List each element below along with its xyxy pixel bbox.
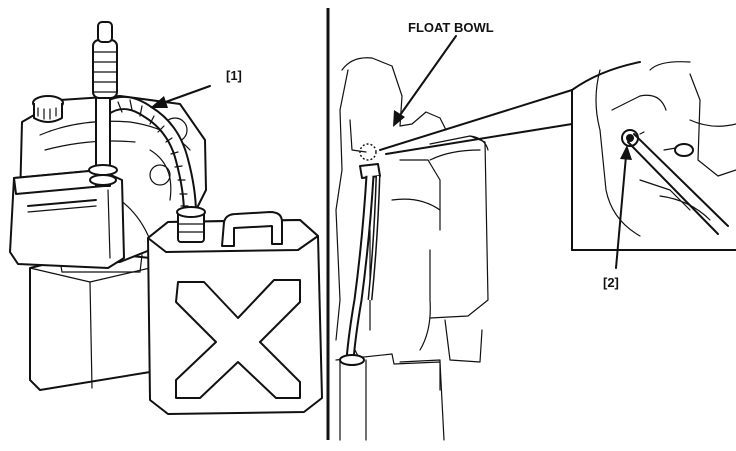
drain-tool bbox=[88, 21, 118, 187]
callout-2-label: [2] bbox=[603, 275, 619, 290]
carburetor-engine-side-view bbox=[335, 57, 489, 391]
inset-drain-screw-detail bbox=[595, 61, 736, 237]
right-panel-float-bowl-drain bbox=[335, 35, 736, 441]
oil-filler-cap bbox=[32, 95, 64, 123]
drain-hose bbox=[345, 175, 381, 361]
fuel-can bbox=[147, 206, 323, 415]
fuel-container bbox=[335, 353, 445, 441]
float-bowl-leader bbox=[393, 35, 457, 127]
callout-1-leader bbox=[150, 85, 211, 108]
left-panel-engine-with-fuel-can bbox=[9, 21, 323, 415]
float-bowl-label: FLOAT BOWL bbox=[408, 20, 494, 35]
callout-1-label: [1] bbox=[226, 68, 242, 83]
engine-base-block bbox=[29, 251, 151, 391]
callout-2-leader bbox=[615, 145, 632, 269]
float-bowl-drain-location bbox=[359, 143, 381, 179]
fuel-hose bbox=[97, 96, 197, 221]
magnifier-lines bbox=[379, 61, 736, 251]
